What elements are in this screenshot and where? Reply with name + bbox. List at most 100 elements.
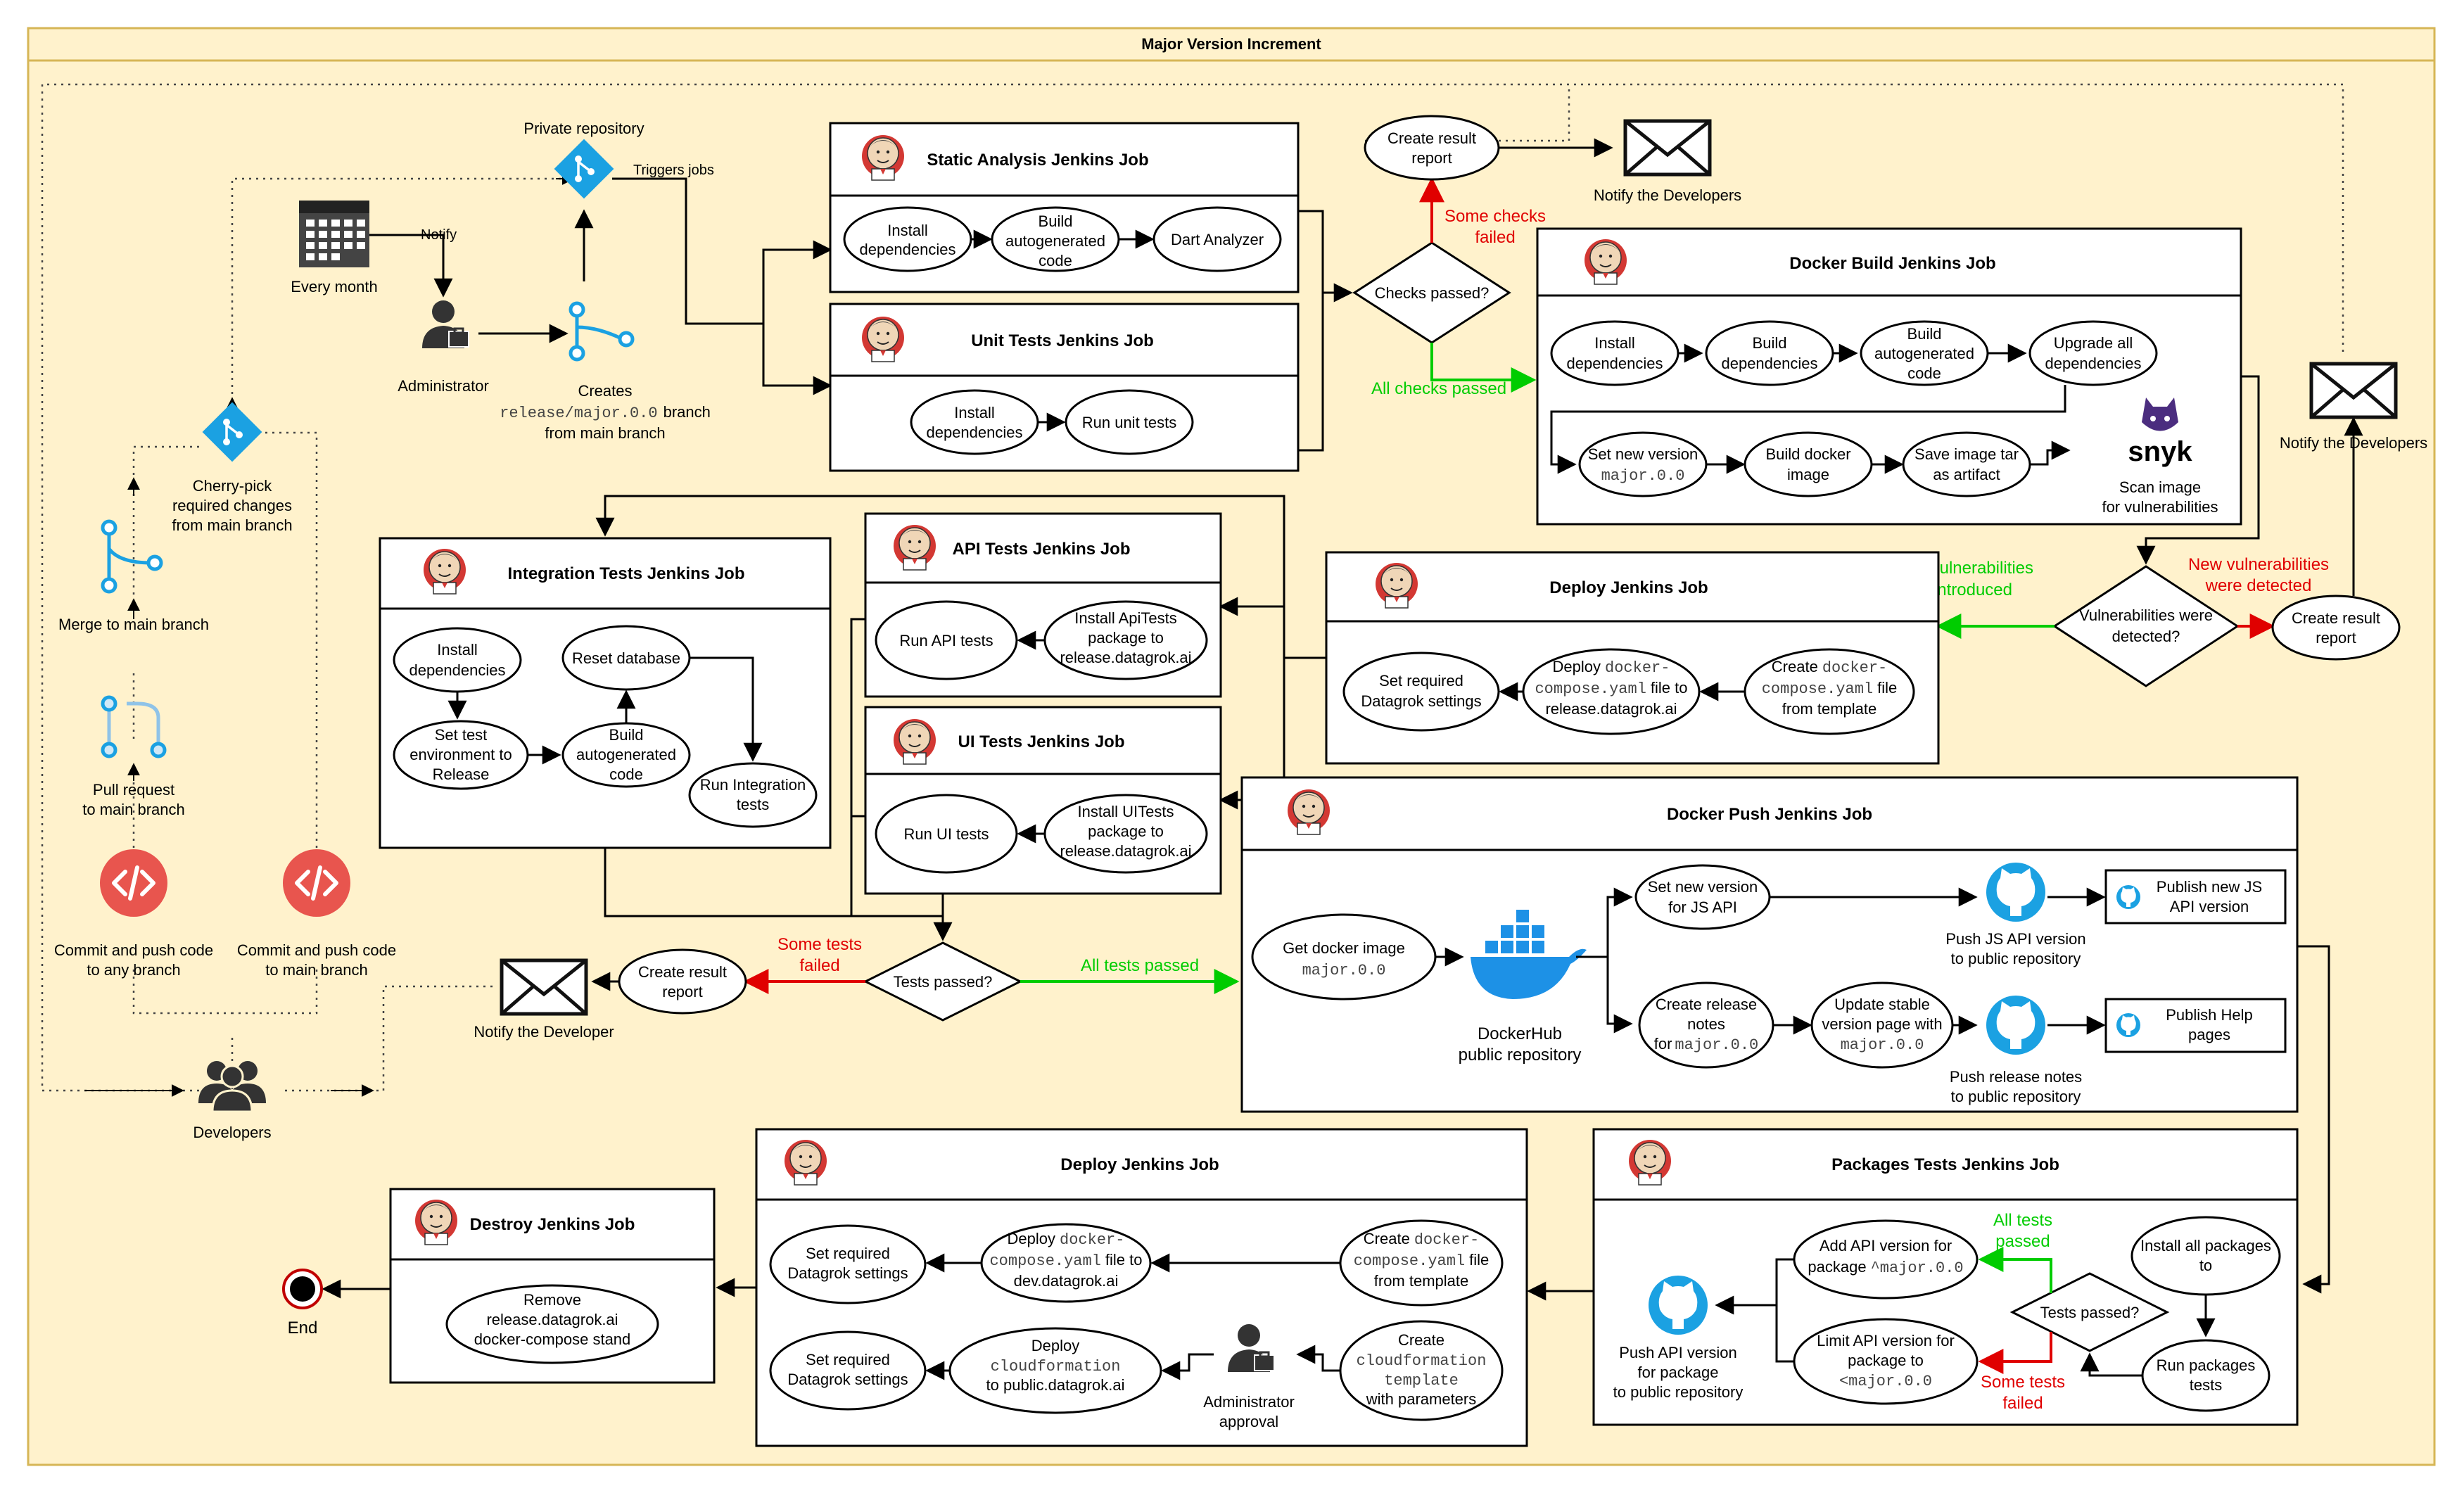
diagram-title: Major Version Increment bbox=[1141, 35, 1321, 53]
svg-text:pages: pages bbox=[2188, 1026, 2230, 1043]
svg-text:Build docker: Build docker bbox=[1765, 445, 1850, 463]
svg-text:Run unit tests: Run unit tests bbox=[1082, 414, 1177, 431]
svg-text:dependencies: dependencies bbox=[2045, 355, 2141, 372]
svg-text:Push API version: Push API version bbox=[1619, 1344, 1737, 1361]
svg-text:Publish new JS: Publish new JS bbox=[2157, 878, 2262, 896]
svg-text:Tests passed?: Tests passed? bbox=[2040, 1304, 2140, 1321]
svg-text:DockerHub: DockerHub bbox=[1478, 1024, 1562, 1043]
creates-label-2b: branch bbox=[663, 403, 711, 421]
svg-text:Run packages: Run packages bbox=[2157, 1357, 2256, 1374]
svg-text:Build: Build bbox=[1753, 334, 1787, 352]
docker-build-job: Docker Build Jenkins Job Install depende… bbox=[1536, 227, 2242, 526]
github-icon bbox=[1649, 1276, 1708, 1335]
svg-text:to public repository: to public repository bbox=[1613, 1383, 1744, 1401]
deploy-release-title: Deploy Jenkins Job bbox=[1549, 578, 1708, 597]
github-icon bbox=[1986, 996, 2045, 1055]
svg-text:dependencies: dependencies bbox=[409, 661, 505, 679]
api-tests-job: API Tests Jenkins Job Run API tests Inst… bbox=[864, 512, 1222, 698]
static-analysis-job: Static Analysis Jenkins Job Install depe… bbox=[829, 122, 1300, 293]
vulnerabilities-decision bbox=[2052, 565, 2240, 687]
api-tests-title: API Tests Jenkins Job bbox=[953, 540, 1131, 559]
svg-text:failed: failed bbox=[1475, 228, 1515, 247]
svg-text:Install: Install bbox=[954, 404, 994, 421]
commit-any-label-1: Commit and push code bbox=[54, 941, 213, 959]
svg-text:report: report bbox=[2316, 629, 2356, 647]
svg-text:New vulnerabilities: New vulnerabilities bbox=[2188, 555, 2329, 574]
svg-text:Set required: Set required bbox=[1379, 672, 1463, 690]
ui-tests-title: UI Tests Jenkins Job bbox=[958, 732, 1125, 751]
checks-question: Checks passed? bbox=[1375, 284, 1490, 302]
svg-text:autogenerated: autogenerated bbox=[1874, 345, 1974, 362]
svg-text:release.datagrok.ai: release.datagrok.ai bbox=[1060, 842, 1191, 860]
cherry-pick-label-3: from main branch bbox=[172, 516, 292, 534]
svg-text:Vulnerabilities were: Vulnerabilities were bbox=[2079, 606, 2213, 624]
pull-request-label-2: to main branch bbox=[82, 801, 185, 818]
checks-create-report bbox=[1364, 115, 1500, 181]
svg-text:Publish Help: Publish Help bbox=[2166, 1006, 2253, 1024]
svg-text:Administrator: Administrator bbox=[1203, 1393, 1295, 1411]
developers-label: Developers bbox=[193, 1124, 271, 1141]
svg-text:cloudformation: cloudformation bbox=[991, 1358, 1121, 1376]
svg-text:release.datagrok.ai: release.datagrok.ai bbox=[1545, 700, 1677, 718]
creates-label-1: Creates bbox=[578, 382, 632, 400]
svg-text:major.0.0: major.0.0 bbox=[1302, 962, 1386, 979]
all-tests-passed-label: All tests passed bbox=[1081, 956, 1199, 975]
svg-text:<major.0.0: <major.0.0 bbox=[1839, 1373, 1932, 1390]
svg-text:Get docker image: Get docker image bbox=[1283, 939, 1405, 957]
unit-tests-job: Unit Tests Jenkins Job Install dependenc… bbox=[829, 303, 1300, 472]
svg-text:approval: approval bbox=[1219, 1413, 1278, 1430]
svg-text:package to: package to bbox=[1848, 1352, 1924, 1369]
svg-text:Tests passed?: Tests passed? bbox=[894, 973, 993, 991]
svg-text:autogenerated: autogenerated bbox=[576, 746, 676, 763]
svg-text:code: code bbox=[609, 765, 643, 783]
svg-text:Save image tar: Save image tar bbox=[1914, 445, 2019, 463]
svg-text:Install: Install bbox=[437, 641, 477, 659]
docker-push-title: Docker Push Jenkins Job bbox=[1667, 805, 1872, 824]
git-merge-icon bbox=[101, 519, 163, 594]
packages-tests-title: Packages Tests Jenkins Job bbox=[1831, 1155, 2059, 1174]
svg-text:Install UITests: Install UITests bbox=[1078, 803, 1174, 820]
svg-text:Create result: Create result bbox=[1387, 129, 1476, 147]
docker-build-title: Docker Build Jenkins Job bbox=[1789, 254, 1995, 273]
calendar-icon bbox=[299, 201, 369, 267]
triggers-jobs-label: Triggers jobs bbox=[633, 163, 714, 178]
svg-text:tests: tests bbox=[2190, 1376, 2222, 1394]
github-icon bbox=[2116, 885, 2140, 909]
svg-text:Limit API version for: Limit API version for bbox=[1817, 1332, 1955, 1349]
commit-any-label-2: to any branch bbox=[87, 961, 180, 979]
notify-label: Notify bbox=[421, 227, 457, 243]
snyk-logo-text: snyk bbox=[2128, 436, 2192, 467]
svg-text:Some checks: Some checks bbox=[1444, 207, 1546, 226]
svg-text:Build: Build bbox=[1907, 325, 1942, 343]
svg-text:Build: Build bbox=[1039, 212, 1073, 230]
envelope-icon bbox=[2311, 364, 2396, 417]
code-icon bbox=[100, 849, 167, 917]
svg-text:Some tests: Some tests bbox=[1981, 1373, 2065, 1392]
pull-request-icon bbox=[101, 695, 167, 758]
pull-request-label-1: Pull request bbox=[93, 781, 174, 799]
cherry-pick-label-2: required changes bbox=[172, 497, 292, 514]
svg-text:Remove: Remove bbox=[523, 1291, 581, 1309]
svg-text:All tests: All tests bbox=[1993, 1211, 2052, 1230]
svg-text:major.0.0: major.0.0 bbox=[1601, 467, 1685, 485]
svg-text:report: report bbox=[1411, 149, 1452, 167]
svg-text:failed: failed bbox=[799, 956, 839, 975]
svg-text:Install: Install bbox=[1594, 334, 1634, 352]
svg-text:Build: Build bbox=[609, 726, 644, 744]
svg-text:code: code bbox=[1039, 252, 1072, 269]
svg-text:Create release: Create release bbox=[1656, 996, 1757, 1013]
svg-text:dependencies: dependencies bbox=[1566, 355, 1663, 372]
svg-text:failed: failed bbox=[2002, 1394, 2043, 1413]
snyk-icon bbox=[2142, 398, 2178, 431]
end-label: End bbox=[288, 1319, 318, 1338]
svg-text:Create result: Create result bbox=[638, 963, 727, 981]
commit-main-label-1: Commit and push code bbox=[237, 941, 396, 959]
